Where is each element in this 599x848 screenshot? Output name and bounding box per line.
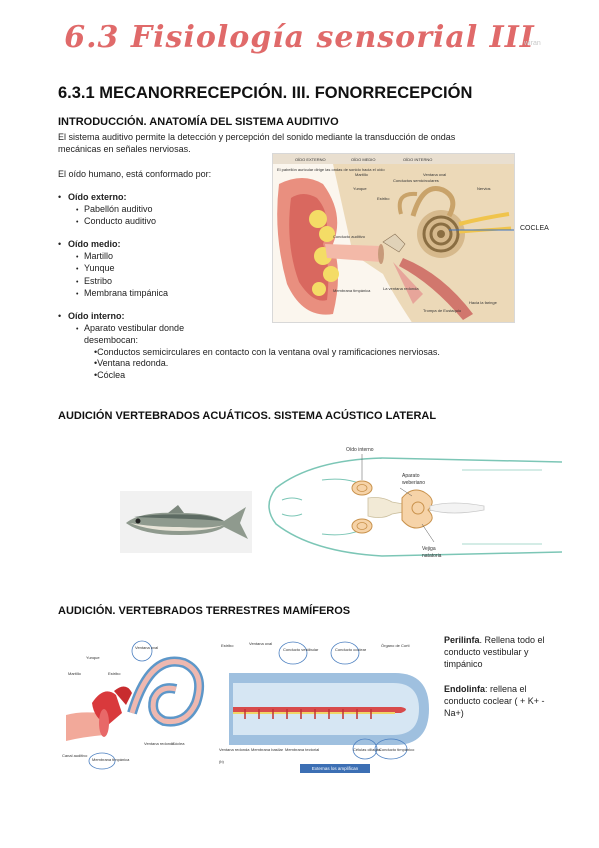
diagram-label: Conducto vestibular [283, 647, 319, 652]
figure-top-label: OÍDO INTERNO [403, 157, 432, 162]
diagram-label: Membrana timpánica [92, 757, 130, 762]
figure-label: El pabellón auricular dirige las ondas d… [277, 167, 385, 172]
list-item: Aparato vestibular donde [84, 322, 185, 333]
diagram-label: Ventana redonda [144, 741, 175, 746]
diagram-label: Conducto coclear [335, 647, 367, 652]
list-subitem: Ventana redonda. [97, 358, 169, 368]
figure-label: Conducto auditivo [333, 234, 366, 239]
diagram-label-bladder: natatoria [422, 553, 442, 559]
mammal-ear-figure: Yunque Ventana oval Estribo Martillo Can… [60, 633, 210, 773]
figure-label: Membrana timpánica [333, 288, 371, 293]
list-item-continuation: desembocan: [84, 335, 139, 345]
diagram-label-inner-ear: Oído interno [346, 447, 374, 453]
diagram-label: Cóclea [172, 741, 185, 746]
endolinfa-note: Endolinfa: rellena el conducto coclear (… [444, 683, 554, 719]
list-item: Membrana timpánica [84, 288, 169, 298]
figure-label: La ventana redonda [383, 286, 419, 291]
cochlea-section-figure: Estribo Ventana oval Conducto vestibular… [215, 633, 437, 773]
fish-photo [120, 491, 252, 553]
diagram-label: Membrana tectorial [285, 747, 319, 752]
list-subitem: Cóclea [97, 369, 126, 380]
perilinfa-term: Perilinfa [444, 635, 480, 645]
section-heading-mecanorrecepcion: 6.3.1 MECANORRECEPCIÓN. III. FONORRECEPC… [58, 84, 473, 102]
diagram-label: Canal auditivo [62, 753, 88, 758]
section-heading-mamiferos: AUDICIÓN. VERTEBRADOS TERRESTRES MAMÍFER… [58, 605, 351, 617]
figure-label: Martillo [355, 172, 369, 177]
figure-top-label: OÍDO EXTERNO [295, 157, 326, 162]
page-title: 6.3 Fisiología sensorial III [64, 20, 535, 55]
list-item: Estribo [84, 275, 113, 286]
diagram-label: Yunque [86, 655, 100, 660]
diagram-label: Conducto timpánico [379, 747, 415, 752]
watermark: wiran [524, 40, 541, 47]
figure-label: Hacia la faringe [469, 300, 498, 305]
diagram-label: Membrana basilar [251, 747, 284, 752]
figure-label: Nervios [477, 186, 491, 191]
fish-illustration [120, 491, 252, 553]
outer-ear-block: •Oído externo: •Pabellón auditivo •Condu… [58, 192, 157, 226]
section-heading-acuaticos: AUDICIÓN VERTEBRADOS ACUÁTICOS. SISTEMA … [58, 410, 437, 422]
endolinfa-term: Endolinfa [444, 684, 485, 694]
diagram-label: Ventana oval [135, 645, 158, 650]
diagram-label-bladder: Vejiga [422, 546, 436, 552]
diagram-label: (b) [219, 759, 225, 764]
intro-line-1: El sistema auditivo permite la detección… [58, 132, 456, 142]
inner-ear-head: Oído interno: [68, 311, 125, 321]
intro-line-2: mecánicas en señales nerviosas. [58, 144, 191, 154]
diagram-label: Martillo [68, 671, 82, 676]
perilinfa-note: Perilinfa. Rellena todo el conducto vest… [444, 634, 554, 670]
subheading-anatomia: INTRODUCCIÓN. ANATOMÍA DEL SISTEMA AUDIT… [58, 116, 339, 128]
weberian-illustration: Oído interno Aparato weberiano Vejiga na… [268, 447, 563, 559]
ear-anatomy-figure: OÍDO EXTERNO OÍDO MEDIO OÍDO INTERNO [272, 153, 515, 323]
mammal-ear-illustration: Yunque Ventana oval Estribo Martillo Can… [62, 640, 204, 770]
diagram-label: Células ciliadas [353, 747, 381, 752]
figure-label: Yunque [353, 186, 367, 191]
diagram-label: Estribo [108, 671, 121, 676]
diagram-label: Ventana redonda [219, 747, 250, 752]
list-item: Pabellón auditivo [84, 203, 153, 214]
list-item: Conducto auditivo [84, 216, 157, 226]
middle-ear-block: •Oído medio: •Martillo •Yunque •Estribo … [58, 239, 169, 298]
figure-label: Conductos semicirculares [393, 178, 439, 183]
diagram-label: Estribo [221, 643, 234, 648]
diagram-label-weber: Aparato [402, 473, 420, 479]
figure-label: Ventana oval [423, 172, 446, 177]
list-item: Martillo [84, 250, 114, 261]
cochlea-section-illustration: Estribo Ventana oval Conducto vestibular… [219, 641, 429, 764]
diagram-label: Ventana oval [249, 641, 272, 646]
diagram-label-weber: weberiano [402, 480, 425, 486]
coclea-callout: COCLEA [520, 225, 549, 232]
figure-top-label: OÍDO MEDIO [351, 157, 375, 162]
figure-label: Estribo [377, 196, 390, 201]
outer-ear-head: Oído externo: [68, 192, 127, 202]
list-subitem: Conductos semicirculares en contacto con… [97, 346, 440, 357]
middle-ear-head: Oído medio: [68, 239, 121, 249]
composed-text: El oído humano, está conformado por: [58, 169, 212, 179]
weberian-diagram: Oído interno Aparato weberiano Vejiga na… [262, 440, 563, 575]
list-item: Yunque [84, 263, 115, 273]
diagram-label: Órgano de Corti [381, 643, 410, 648]
endolinfa-text: : rellena el conducto coclear ( + K+ - N… [444, 684, 545, 718]
amplify-note-button: Externas los amplifican [300, 764, 370, 773]
inner-ear-block: •Oído interno: •Aparato vestibular donde… [58, 311, 440, 380]
ear-illustration: OÍDO EXTERNO OÍDO MEDIO OÍDO INTERNO [273, 154, 514, 322]
perilinfa-text: . Rellena todo el conducto vestibular y … [444, 635, 545, 669]
figure-label: Trompa de Eustaquio [423, 308, 462, 313]
